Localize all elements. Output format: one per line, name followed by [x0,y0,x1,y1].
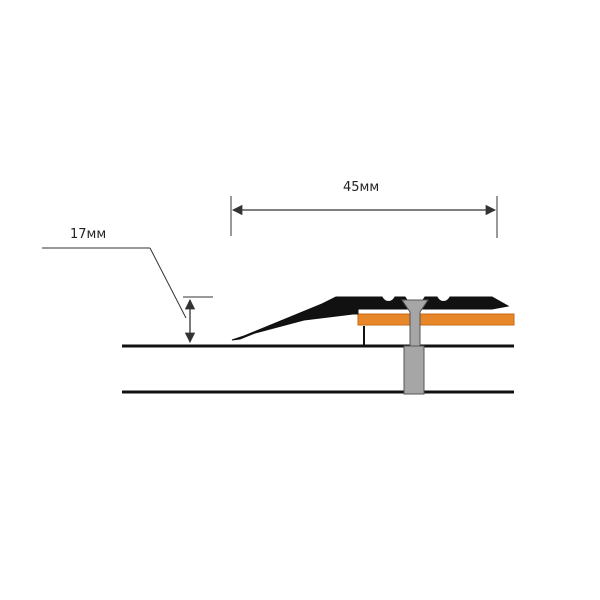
height-dimension [42,247,213,344]
height-label: 17мм [70,227,106,242]
width-label: 45мм [343,180,379,195]
threshold-profile [231,296,510,341]
screw-icon [401,299,429,395]
floor-covering [357,313,515,326]
width-dimension [230,196,498,238]
